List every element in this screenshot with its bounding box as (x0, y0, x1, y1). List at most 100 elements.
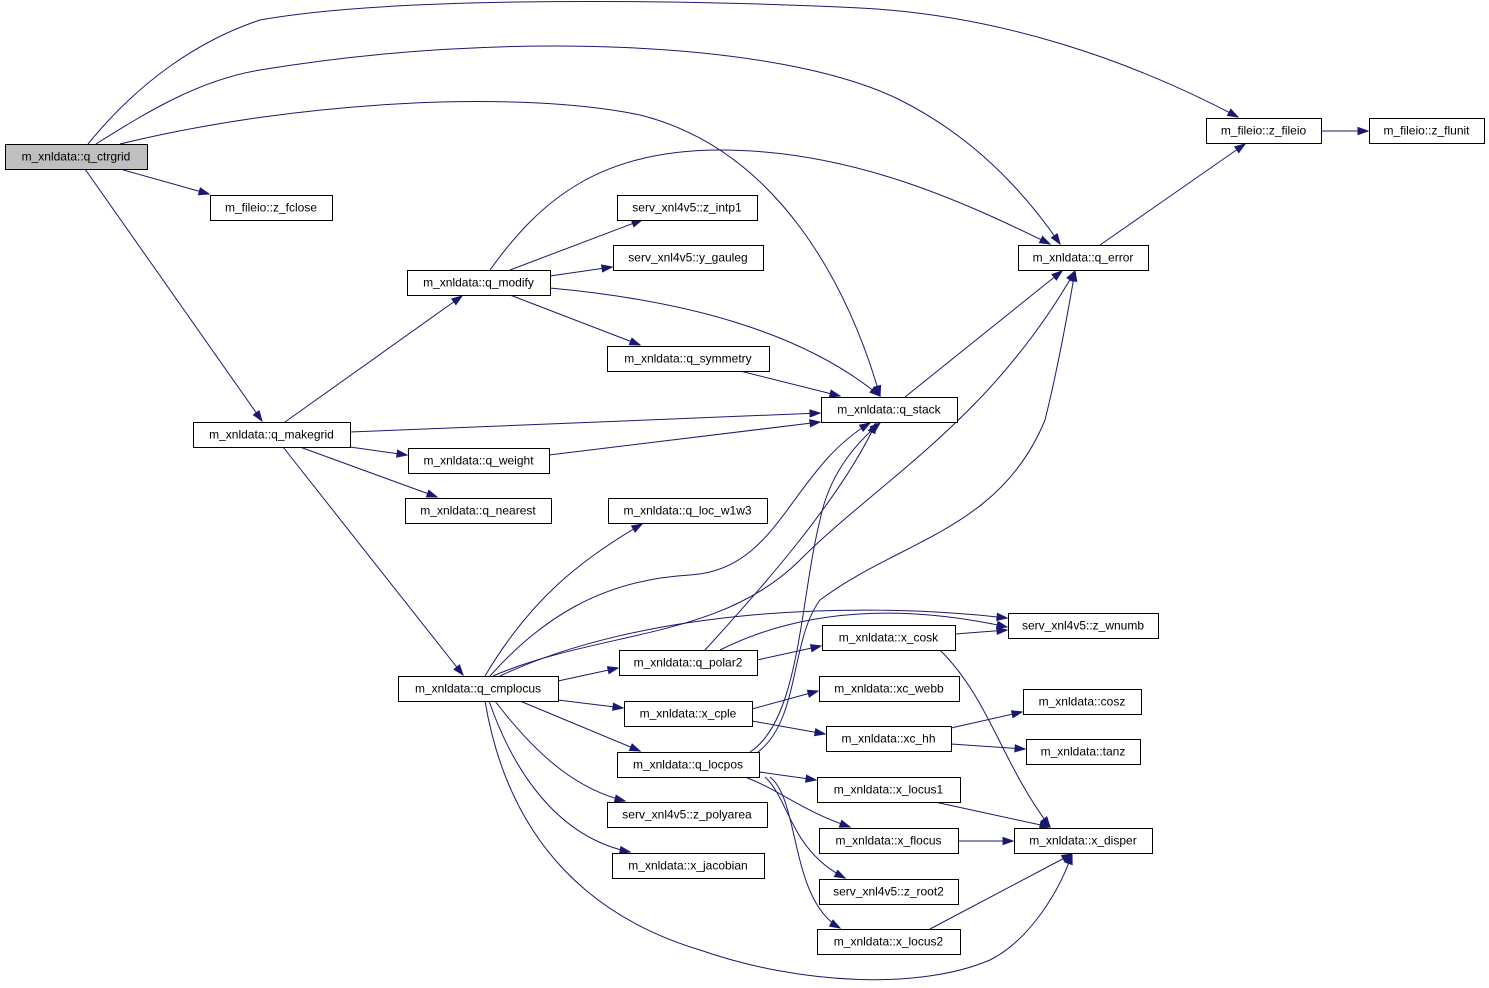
node-q-stack[interactable]: m_xnldata::q_stack (821, 397, 958, 423)
edge-z_fileio-to-z_flunit (1321, 126, 1370, 136)
node-label: serv_xnl4v5::y_gauleg (628, 251, 747, 265)
node-label: m_xnldata::q_makegrid (209, 428, 334, 442)
node-label: m_xnldata::q_cmplocus (415, 682, 541, 696)
node-cosz[interactable]: m_xnldata::cosz (1023, 689, 1142, 715)
node-y-gauleg[interactable]: serv_xnl4v5::y_gauleg (613, 245, 764, 271)
edge-q_modify-to-q_stack (549, 287, 882, 397)
node-label: m_xnldata::x_cosk (839, 631, 939, 645)
edge-x_locus2-to-x_disper (929, 853, 1074, 930)
edge-q_error-to-z_fileio (1099, 143, 1247, 246)
edge-q_cmplocus-to-q_polar2 (557, 666, 620, 682)
edge-q_modify-to-q_error (489, 149, 1052, 271)
node-label: m_xnldata::q_ctrgrid (22, 150, 131, 164)
node-x-locus1[interactable]: m_xnldata::x_locus1 (817, 777, 961, 803)
node-label: m_xnldata::tanz (1041, 745, 1126, 759)
node-q-locpos[interactable]: m_xnldata::q_locpos (617, 752, 760, 778)
edge-q_makegrid-to-q_cmplocus (282, 446, 464, 677)
node-label: serv_xnl4v5::z_wnumb (1022, 619, 1144, 633)
node-label: m_xnldata::q_nearest (420, 504, 536, 518)
node-label: serv_xnl4v5::z_polyarea (622, 808, 752, 822)
node-z-fileio[interactable]: m_fileio::z_fileio (1206, 118, 1322, 144)
node-z-wnumb[interactable]: serv_xnl4v5::z_wnumb (1008, 613, 1159, 639)
node-label: m_xnldata::q_polar2 (634, 656, 743, 670)
node-q-loc-w1w3[interactable]: m_xnldata::q_loc_w1w3 (608, 498, 768, 524)
edge-q_modify-to-q_symmetry (509, 294, 642, 346)
node-label: serv_xnl4v5::z_intp1 (632, 201, 742, 215)
node-xc-webb[interactable]: m_xnldata::xc_webb (819, 676, 960, 702)
node-label: m_xnldata::q_loc_w1w3 (623, 504, 751, 518)
edge-x_locus1-to-x_disper (934, 801, 1052, 829)
node-label: m_xnldata::q_modify (423, 276, 534, 290)
edge-q_makegrid-to-q_weight (349, 446, 409, 458)
node-label: m_xnldata::x_cple (640, 707, 737, 721)
node-x-disper[interactable]: m_xnldata::x_disper (1014, 828, 1153, 854)
edge-q_locpos-to-q_error (757, 269, 1078, 753)
node-z-intp1[interactable]: serv_xnl4v5::z_intp1 (617, 195, 758, 221)
node-q-cmplocus[interactable]: m_xnldata::q_cmplocus (398, 676, 559, 702)
node-z-flunit[interactable]: m_fileio::z_flunit (1369, 118, 1485, 144)
edge-q_locpos-to-q_stack (749, 422, 882, 753)
edge-q_stack-to-q_error (904, 270, 1064, 398)
node-q-modify[interactable]: m_xnldata::q_modify (407, 270, 551, 296)
edge-q_makegrid-to-q_stack (349, 409, 822, 433)
edge-x_cple-to-xc_hh (751, 720, 827, 737)
node-label: m_xnldata::xc_webb (834, 682, 944, 696)
edge-q_cmplocus-to-x_jacobian (488, 700, 632, 855)
node-label: m_xnldata::q_error (1033, 251, 1134, 265)
node-label: m_xnldata::xc_hh (841, 732, 935, 746)
node-x-flocus[interactable]: m_xnldata::x_flocus (819, 828, 959, 854)
edge-xc_hh-to-cosz (950, 710, 1024, 729)
edge-q_cmplocus-to-q_locpos (519, 700, 642, 752)
node-q-weight[interactable]: m_xnldata::q_weight (408, 448, 550, 474)
edge-q_cmplocus-to-x_disper (484, 700, 1073, 981)
node-z-root2[interactable]: serv_xnl4v5::z_root2 (819, 879, 959, 905)
node-label: m_fileio::z_fclose (225, 201, 317, 215)
edge-q_cmplocus-to-x_cple (557, 699, 625, 711)
edge-q_cmplocus-to-q_stack (489, 422, 872, 677)
node-xc-hh[interactable]: m_xnldata::xc_hh (826, 726, 952, 752)
node-q-polar2[interactable]: m_xnldata::q_polar2 (619, 650, 758, 676)
node-label: m_fileio::z_flunit (1383, 124, 1470, 138)
node-label: m_xnldata::x_disper (1029, 834, 1136, 848)
node-q-error[interactable]: m_xnldata::q_error (1018, 245, 1149, 271)
node-label: m_xnldata::q_weight (423, 454, 534, 468)
node-label: m_xnldata::q_symmetry (624, 352, 751, 366)
node-x-cosk[interactable]: m_xnldata::x_cosk (822, 625, 956, 651)
node-label: serv_xnl4v5::z_root2 (833, 885, 944, 899)
node-x-locus2[interactable]: m_xnldata::x_locus2 (817, 929, 961, 955)
edge-x_cple-to-xc_webb (751, 689, 820, 710)
node-z-polyarea[interactable]: serv_xnl4v5::z_polyarea (607, 802, 768, 828)
node-tanz[interactable]: m_xnldata::tanz (1026, 739, 1141, 765)
node-q-makegrid[interactable]: m_xnldata::q_makegrid (193, 422, 351, 448)
node-label: m_xnldata::q_stack (837, 403, 941, 417)
edge-q_locpos-to-z_root2 (764, 776, 847, 879)
node-label: m_xnldata::q_locpos (633, 758, 743, 772)
edge-layer (84, 0, 1370, 981)
node-z-fclose[interactable]: m_fileio::z_fclose (210, 195, 333, 221)
node-x-jacobian[interactable]: m_xnldata::x_jacobian (612, 853, 765, 879)
edge-x_cosk-to-z_wnumb (954, 626, 1009, 635)
node-label: m_xnldata::x_jacobian (628, 859, 747, 873)
node-q-ctrgrid[interactable]: m_xnldata::q_ctrgrid (5, 144, 148, 170)
edge-x_flocus-to-x_disper (958, 836, 1015, 846)
edge-xc_hh-to-tanz (950, 743, 1027, 753)
edge-q_cmplocus-to-z_wnumb (499, 609, 1009, 677)
node-label: m_xnldata::x_locus2 (834, 935, 944, 949)
edge-q_ctrgrid-to-z_fclose (119, 168, 211, 196)
edge-q_symmetry-to-q_stack (739, 370, 842, 398)
edge-q_ctrgrid-to-z_fileio (87, 0, 1240, 145)
node-x-cple[interactable]: m_xnldata::x_cple (624, 701, 753, 727)
edge-q_cmplocus-to-z_polyarea (494, 700, 627, 803)
node-q-nearest[interactable]: m_xnldata::q_nearest (405, 498, 552, 524)
node-label: m_xnldata::x_flocus (835, 834, 941, 848)
node-label: m_xnldata::cosz (1039, 695, 1126, 709)
node-label: m_fileio::z_fileio (1221, 124, 1307, 138)
edge-q_cmplocus-to-q_loc_w1w3 (484, 523, 644, 677)
edge-q_ctrgrid-to-q_makegrid (84, 168, 263, 423)
edge-q_modify-to-y_gauleg (549, 264, 614, 277)
node-q-symmetry[interactable]: m_xnldata::q_symmetry (607, 346, 770, 372)
edge-q_weight-to-q_stack (548, 419, 822, 456)
edge-q_makegrid-to-q_modify (284, 295, 464, 423)
